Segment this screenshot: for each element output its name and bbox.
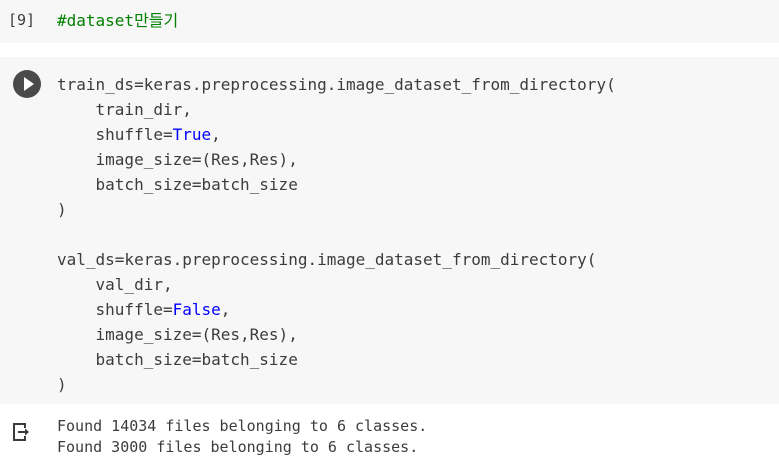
comment-code-editor[interactable]: #dataset만들기 bbox=[57, 10, 178, 35]
code-line: train_dir, bbox=[57, 97, 616, 122]
code-line: batch_size=batch_size bbox=[57, 172, 616, 197]
output-text: Found 14034 files belonging to 6 classes… bbox=[57, 416, 427, 458]
code-token-comment: #dataset만들기 bbox=[57, 11, 179, 30]
code-line: ) bbox=[57, 197, 616, 222]
code-line: train_ds=keras.preprocessing.image_datas… bbox=[57, 72, 616, 97]
code-line: shuffle=True, bbox=[57, 122, 616, 147]
code-token-plain: , bbox=[211, 125, 221, 144]
code-line bbox=[57, 222, 616, 247]
code-token-plain: val_dir, bbox=[57, 275, 173, 294]
code-line: shuffle=False, bbox=[57, 297, 616, 322]
code-token-plain: train_dir, bbox=[57, 100, 192, 119]
code-token-keyword: False bbox=[172, 300, 221, 319]
code-token-plain: shuffle= bbox=[57, 125, 173, 144]
code-token-plain: batch_size=batch_size bbox=[57, 350, 298, 369]
code-line: val_ds=keras.preprocessing.image_dataset… bbox=[57, 247, 616, 272]
code-editor[interactable]: train_ds=keras.preprocessing.image_datas… bbox=[57, 72, 616, 397]
execution-count-label[interactable]: [9] bbox=[8, 11, 36, 29]
code-cell: train_ds=keras.preprocessing.image_datas… bbox=[0, 57, 779, 404]
code-token-plain: ) bbox=[57, 200, 67, 219]
code-token-plain: , bbox=[220, 300, 231, 319]
code-line: #dataset만들기 bbox=[57, 10, 178, 35]
code-token-plain: batch_size=batch_size bbox=[57, 175, 298, 194]
code-line: ) bbox=[57, 372, 616, 397]
code-token-plain: image_size=(Res,Res), bbox=[57, 325, 298, 344]
code-token-plain: ) bbox=[57, 375, 67, 394]
play-icon bbox=[24, 77, 34, 91]
code-token-plain: val_ds=keras.preprocessing.image_dataset… bbox=[57, 250, 597, 269]
code-token-plain: image_size=(Res,Res), bbox=[57, 150, 298, 169]
cell-output-area: Found 14034 files belonging to 6 classes… bbox=[0, 404, 779, 471]
output-line: Found 14034 files belonging to 6 classes… bbox=[57, 417, 428, 435]
code-line: val_dir, bbox=[57, 272, 616, 297]
code-token-keyword: True bbox=[172, 125, 212, 144]
output-line: Found 3000 files belonging to 6 classes. bbox=[57, 438, 419, 456]
comment-cell: [9] #dataset만들기 bbox=[0, 0, 779, 43]
code-line: batch_size=batch_size bbox=[57, 347, 616, 372]
code-line: image_size=(Res,Res), bbox=[57, 322, 616, 347]
run-cell-button[interactable] bbox=[13, 70, 41, 98]
code-token-plain: shuffle= bbox=[57, 300, 173, 319]
code-line: image_size=(Res,Res), bbox=[57, 147, 616, 172]
code-token-plain: train_ds=keras.preprocessing.image_datas… bbox=[57, 75, 616, 94]
output-icon bbox=[12, 421, 32, 447]
